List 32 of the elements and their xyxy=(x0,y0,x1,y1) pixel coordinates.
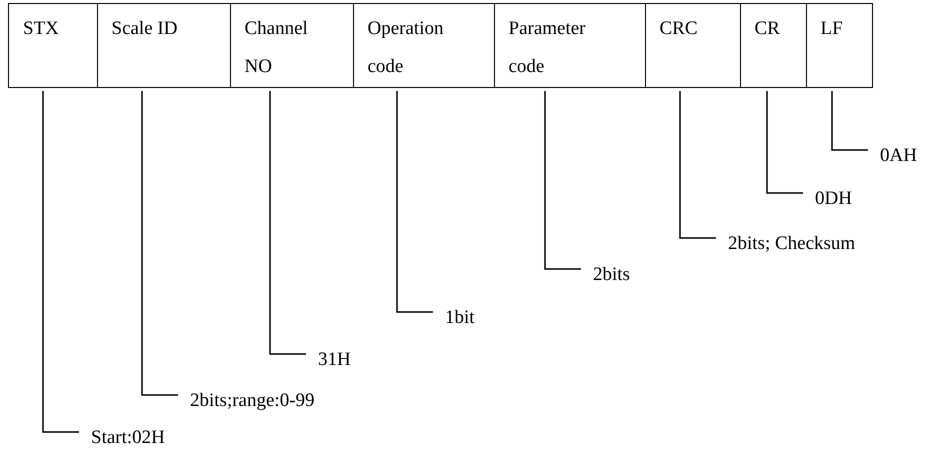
leader-line xyxy=(766,91,803,194)
field-description: 31H xyxy=(306,349,351,371)
table-cell xyxy=(806,3,873,88)
field-name: Parameter code xyxy=(508,17,587,79)
field-name: STX xyxy=(23,17,59,41)
table-cell xyxy=(740,3,807,88)
field-description: 0AH xyxy=(868,145,917,167)
field-description: 2bits;range:0-99 xyxy=(178,390,315,412)
table-cell xyxy=(230,3,354,88)
leader-line xyxy=(544,91,581,270)
field-description: 1bit xyxy=(433,307,475,329)
table-cell xyxy=(8,3,98,88)
leader-line xyxy=(679,91,716,239)
field-name: LF xyxy=(820,17,843,41)
field-name: CRC xyxy=(660,17,698,41)
leader-line xyxy=(396,91,433,313)
field-name: CR xyxy=(754,17,780,41)
leader-line xyxy=(269,91,306,355)
field-description: Start:02H xyxy=(79,427,165,449)
leader-line xyxy=(141,91,178,396)
table-cell xyxy=(96,3,231,88)
field-name: Scale ID xyxy=(112,17,178,41)
field-description: 0DH xyxy=(803,188,852,210)
table-cell xyxy=(644,3,741,88)
leader-line xyxy=(831,91,868,151)
leader-line xyxy=(42,91,79,433)
table-cell xyxy=(494,3,646,88)
field-description: 2bits xyxy=(581,264,630,286)
field-name: Channel NO xyxy=(244,17,309,79)
field-name: Operation code xyxy=(368,17,444,79)
table-cell xyxy=(352,3,495,88)
field-description: 2bits; Checksum xyxy=(716,233,856,255)
